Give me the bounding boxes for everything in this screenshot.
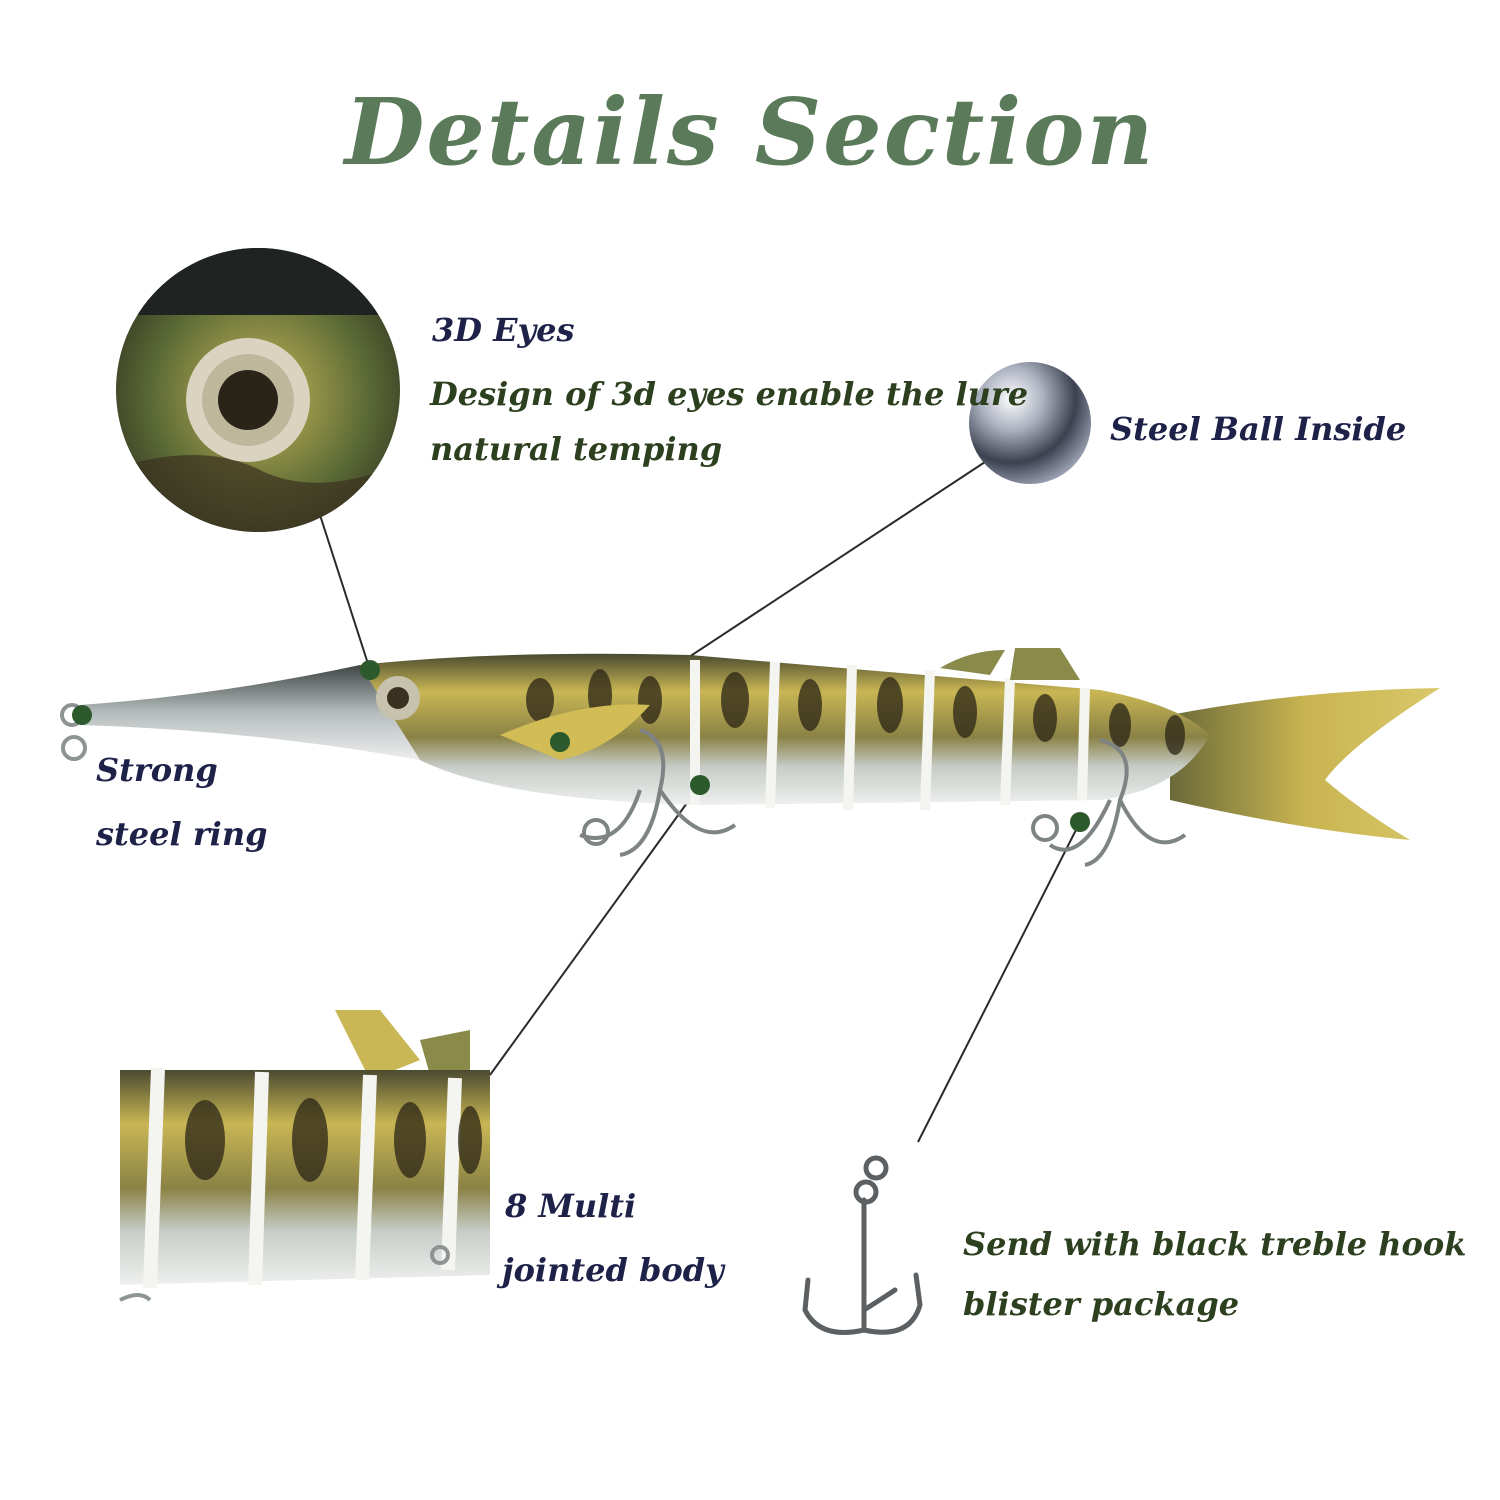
treble-hook-icon [802,1155,923,1335]
page-title: Details Section [344,78,1156,186]
body-label-line-2: jointed body [502,1251,724,1289]
hook-label-line-1: Send with black treble hook [963,1225,1467,1263]
ring-label-line-1: Strong [96,751,218,789]
ring-label-line-2: steel ring [96,815,268,853]
fish-lure-image [60,648,1440,867]
jointed-body-closeup-image [119,1008,490,1380]
steel-ball-icon [969,362,1091,484]
eye-closeup-image [116,248,400,532]
steel-ball-label: Steel Ball Inside [1110,410,1407,448]
eyes-desc-line-1: Design of 3d eyes enable the lure [430,375,1029,413]
eyes-heading: 3D Eyes [432,311,575,349]
callout-dots [72,660,1090,832]
body-label-line-1: 8 Multi [505,1187,637,1225]
hook-label-line-2: blister package [963,1285,1240,1323]
eyes-desc-line-2: natural temping [430,430,723,468]
